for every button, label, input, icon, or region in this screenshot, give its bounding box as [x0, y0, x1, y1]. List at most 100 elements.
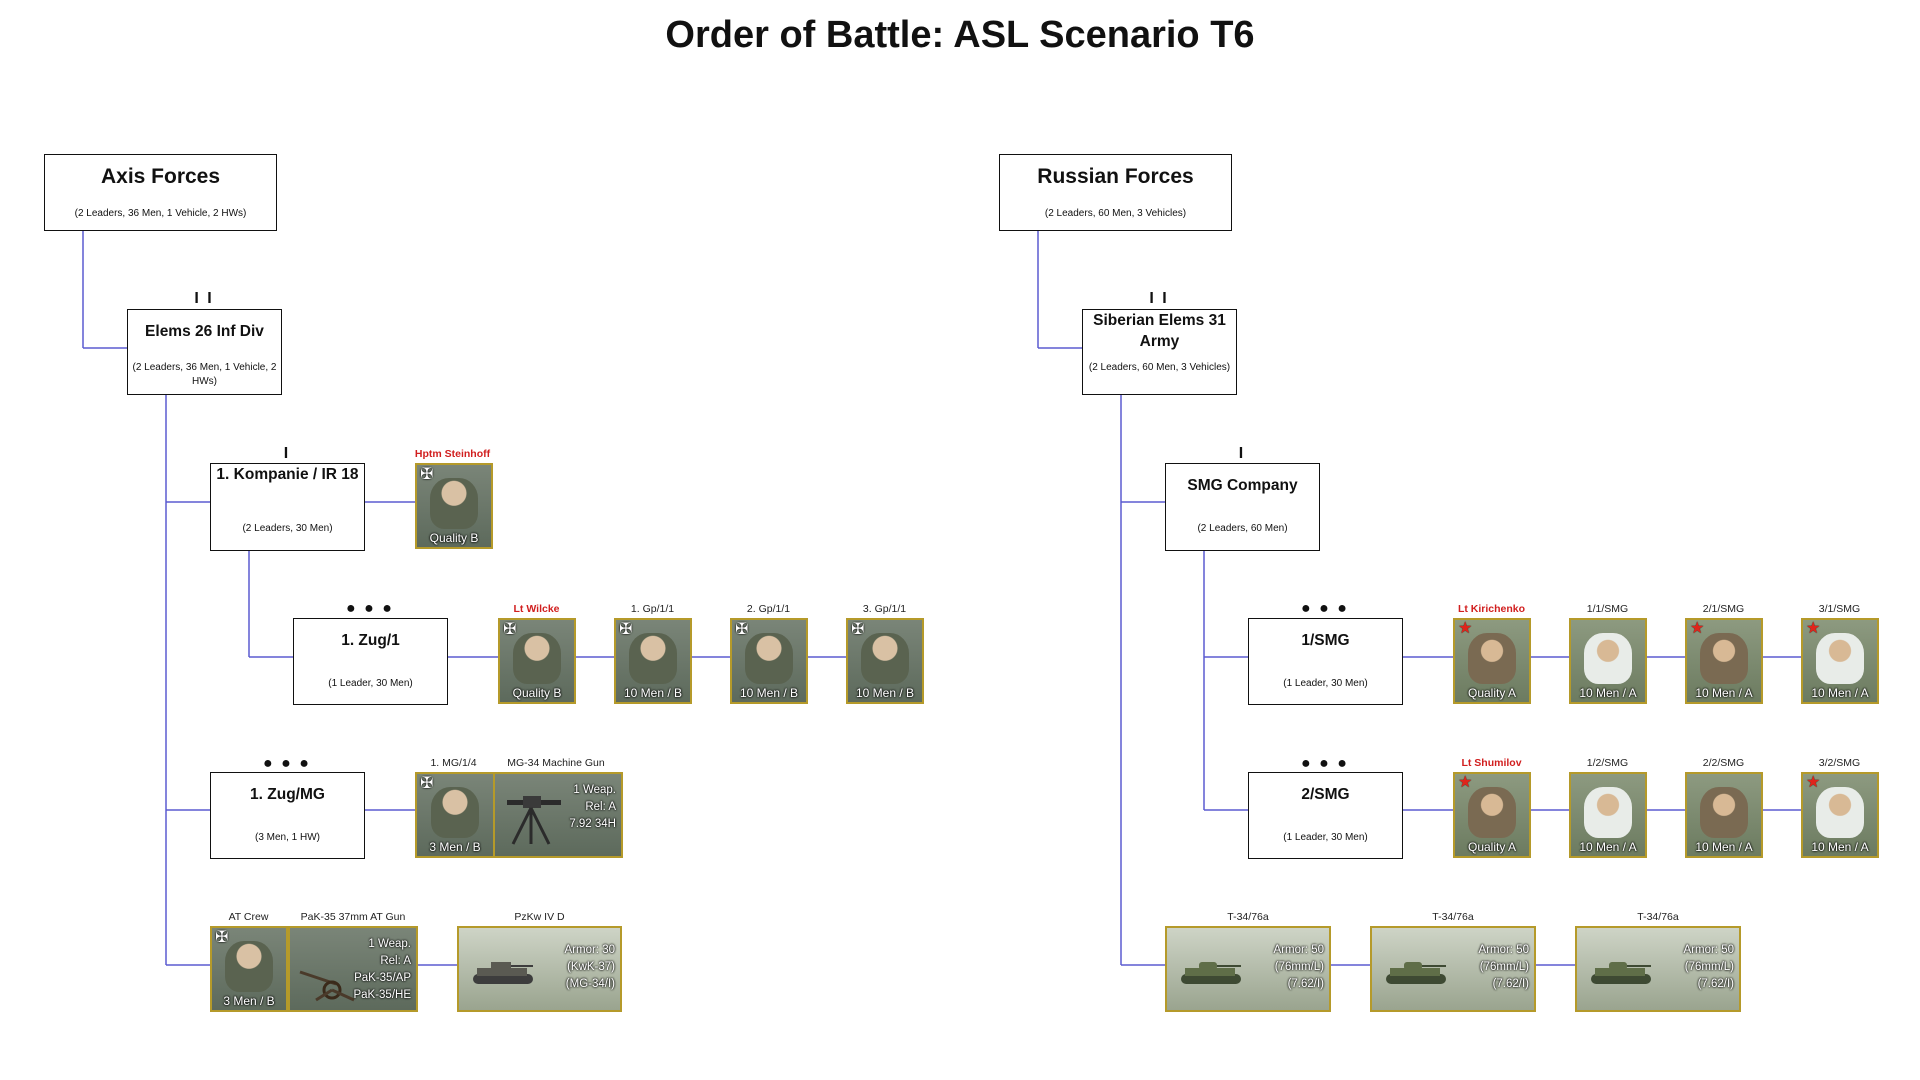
counter-caption: 10 Men / B: [855, 686, 915, 700]
t34-counter[interactable]: Armor: 50 (76mm/L) (7.62/I): [1165, 926, 1331, 1012]
soldier-portrait: [745, 633, 793, 684]
at-crew-counter[interactable]: ✠ 3 Men / B: [210, 926, 288, 1012]
page-title: Order of Battle: ASL Scenario T6: [665, 14, 1255, 56]
iron-cross-icon: ✠: [215, 929, 229, 946]
axis-platoon-mg-name: 1. Zug/MG: [250, 786, 325, 803]
stat-line: Armor: 50: [1478, 944, 1530, 956]
squad-counter[interactable]: ★ 10 Men / A: [1685, 618, 1763, 704]
leader-counter-kirichenko[interactable]: ★ Quality A: [1453, 618, 1531, 704]
soldier-portrait: [430, 787, 480, 838]
stat-line: 7.92 34H: [569, 818, 616, 830]
stat-line: 1 Weap.: [368, 938, 411, 950]
squad-counter[interactable]: ★ 10 Men / A: [1801, 618, 1879, 704]
axis-division-name: Elems 26 Inf Div: [145, 323, 264, 340]
counter-caption: 10 Men / A: [1695, 840, 1753, 854]
stat-line: Armor: 50: [1273, 944, 1325, 956]
axis-platoon1-name: 1. Zug/1: [341, 632, 400, 649]
russian-platoon1-summary: (1 Leader, 30 Men): [1283, 678, 1368, 689]
axis-forces-summary: (2 Leaders, 36 Men, 1 Vehicle, 2 HWs): [74, 208, 247, 219]
counter-label: Lt Kirichenko: [1457, 603, 1526, 615]
counter-caption: Quality A: [1467, 686, 1517, 700]
squad-counter[interactable]: 10 Men / A: [1685, 772, 1763, 858]
axis-company-box[interactable]: 1. Kompanie / IR 18 (2 Leaders, 30 Men): [210, 463, 365, 551]
soldier-portrait: [1584, 633, 1632, 684]
pzkw-iv-counter[interactable]: Armor: 30 (KwK-37) (MG-34/I): [457, 926, 622, 1012]
russian-forces-name: Russian Forces: [1037, 165, 1194, 188]
counter-label: 2/2/SMG: [1702, 757, 1745, 769]
counter-label: 1/1/SMG: [1586, 603, 1629, 615]
axis-platoon-mg-summary: (3 Men, 1 HW): [254, 832, 320, 843]
squad-counter[interactable]: ★ 10 Men / A: [1801, 772, 1879, 858]
army-echelon-mark: I I: [1149, 290, 1169, 307]
counter-label: 2. Gp/1/1: [746, 603, 791, 615]
tank-icon: [1386, 962, 1446, 984]
axis-company-name: 1. Kompanie / IR 18: [216, 466, 359, 483]
stat-line: Armor: 30: [564, 944, 616, 956]
squad-counter[interactable]: 10 Men / A: [1569, 772, 1647, 858]
counter-label: 3. Gp/1/1: [862, 603, 907, 615]
soldier-portrait: [1816, 633, 1864, 684]
iron-cross-icon: ✠: [503, 621, 517, 638]
axis-division-box[interactable]: Elems 26 Inf Div (2 Leaders, 36 Men, 1 V…: [127, 309, 282, 395]
counter-caption: 10 Men / A: [1811, 840, 1869, 854]
squad-counter[interactable]: 10 Men / A: [1569, 618, 1647, 704]
counter-caption: 10 Men / B: [739, 686, 799, 700]
soldier-portrait: [1584, 787, 1632, 838]
vehicle-stats: Armor: 50 (76mm/L) (7.62/I): [1274, 942, 1325, 993]
stat-line: (7.62/I): [1492, 978, 1529, 990]
iron-cross-icon: ✠: [619, 621, 633, 638]
russian-platoon2-summary: (1 Leader, 30 Men): [1283, 832, 1368, 843]
counter-caption: Quality A: [1467, 840, 1517, 854]
squad-counter[interactable]: ✠ 10 Men / B: [846, 618, 924, 704]
russian-platoon2-box[interactable]: 2/SMG (1 Leader, 30 Men): [1248, 772, 1403, 859]
counter-label: 1. MG/1/4: [430, 757, 477, 769]
squad-counter[interactable]: ✠ 10 Men / B: [614, 618, 692, 704]
axis-division-summary: (2 Leaders, 36 Men, 1 Vehicle, 2 HWs): [132, 362, 277, 387]
company-echelon-mark: I: [283, 445, 291, 462]
counter-label: PaK-35 37mm AT Gun: [300, 911, 406, 923]
russian-platoon1-box[interactable]: 1/SMG (1 Leader, 30 Men): [1248, 618, 1403, 705]
leader-counter-steinhoff[interactable]: ✠ Quality B: [415, 463, 493, 549]
axis-forces-box[interactable]: Axis Forces (2 Leaders, 36 Men, 1 Vehicl…: [44, 154, 277, 231]
red-star-icon: ★: [1690, 620, 1705, 637]
russian-forces-box[interactable]: Russian Forces (2 Leaders, 60 Men, 3 Veh…: [999, 154, 1232, 231]
division-echelon-mark: I I: [194, 290, 214, 307]
counter-label: T-34/76a: [1637, 911, 1679, 923]
platoon-echelon-mark: ● ● ●: [263, 755, 311, 772]
counter-caption: 10 Men / B: [623, 686, 683, 700]
leader-counter-wilcke[interactable]: ✠ Quality B: [498, 618, 576, 704]
vehicle-stats: Armor: 50 (76mm/L) (7.62/I): [1479, 942, 1530, 993]
red-star-icon: ★: [1806, 620, 1821, 637]
red-star-icon: ★: [1806, 774, 1821, 791]
counter-label: T-34/76a: [1432, 911, 1474, 923]
counter-caption: Quality B: [429, 531, 479, 545]
mg-crew-counter[interactable]: ✠ 3 Men / B: [415, 772, 495, 858]
platoon-echelon-mark: ● ● ●: [1301, 600, 1349, 617]
pak35-gun-counter[interactable]: 1 Weap. Rel: A PaK-35/AP PaK-35/HE: [288, 926, 418, 1012]
soldier-portrait: [1816, 787, 1864, 838]
axis-platoon1-box[interactable]: 1. Zug/1 (1 Leader, 30 Men): [293, 618, 448, 705]
red-star-icon: ★: [1458, 774, 1473, 791]
counter-caption: 10 Men / A: [1695, 686, 1753, 700]
leader-counter-shumilov[interactable]: ★ Quality A: [1453, 772, 1531, 858]
vehicle-stats: Armor: 50 (76mm/L) (7.62/I): [1684, 942, 1735, 993]
counter-caption: 3 Men / B: [429, 840, 481, 854]
axis-platoon-mg-box[interactable]: 1. Zug/MG (3 Men, 1 HW): [210, 772, 365, 859]
russian-platoon2-name: 2/SMG: [1301, 786, 1350, 803]
company-echelon-mark: I: [1238, 445, 1246, 462]
stat-line: (76mm/L): [1684, 961, 1734, 973]
counter-caption: 10 Men / A: [1579, 686, 1637, 700]
stat-line: (7.62/I): [1697, 978, 1734, 990]
t34-counter[interactable]: Armor: 50 (76mm/L) (7.62/I): [1370, 926, 1536, 1012]
mg34-weapon-counter[interactable]: 1 Weap. Rel: A 7.92 34H: [493, 772, 623, 858]
weapon-stats: 1 Weap. Rel: A PaK-35/AP PaK-35/HE: [353, 936, 411, 1004]
squad-counter[interactable]: ✠ 10 Men / B: [730, 618, 808, 704]
stat-line: (MG-34/I): [565, 978, 615, 990]
russian-army-name: Siberian Elems 31 Army: [1093, 312, 1226, 350]
t34-counter[interactable]: Armor: 50 (76mm/L) (7.62/I): [1575, 926, 1741, 1012]
russian-army-box[interactable]: Siberian Elems 31 Army (2 Leaders, 60 Me…: [1082, 309, 1237, 395]
russian-company-box[interactable]: SMG Company (2 Leaders, 60 Men): [1165, 463, 1320, 551]
soldier-portrait: [430, 478, 478, 529]
soldier-portrait: [629, 633, 677, 684]
stat-line: PaK-35/AP: [354, 972, 411, 984]
